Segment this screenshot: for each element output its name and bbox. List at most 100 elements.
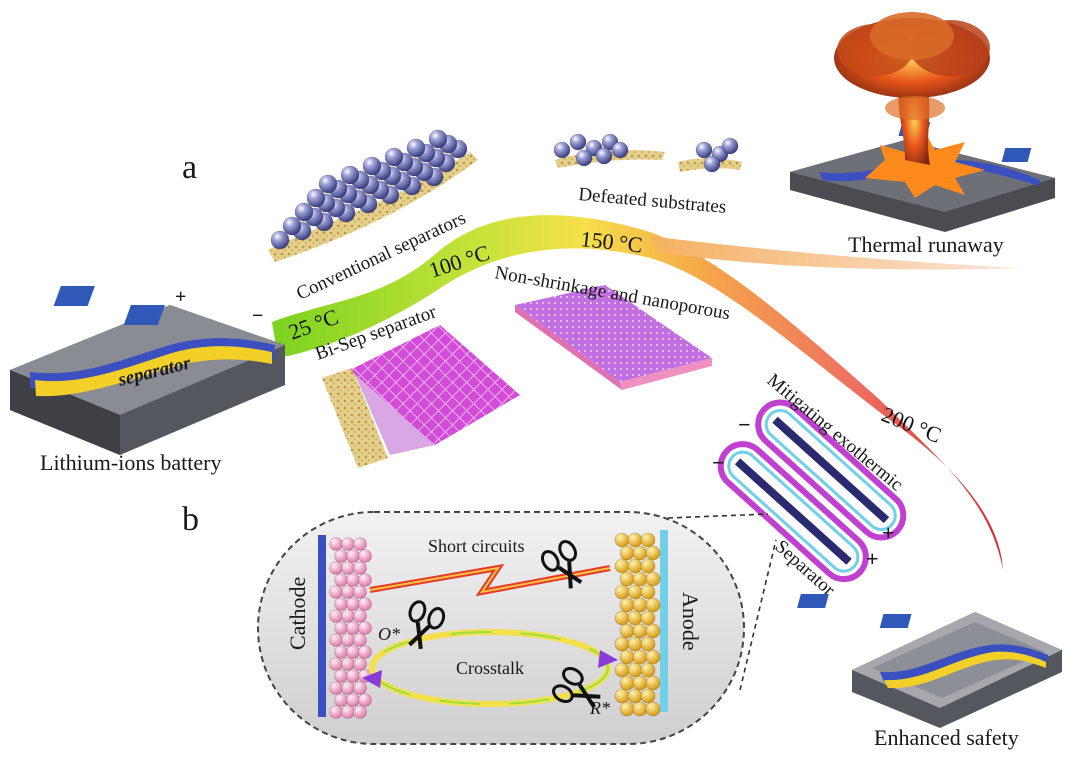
crosstalk-arrow-left: [362, 670, 382, 688]
runaway-tab-right: [1001, 148, 1032, 162]
scissors-icon: [552, 666, 601, 709]
non-shrinkage-membrane-illustration: [515, 285, 712, 390]
particle: [334, 621, 348, 635]
particle: [619, 623, 635, 639]
cathode-label: Cathode: [285, 577, 310, 650]
safe-tab-left: [797, 594, 829, 608]
particle: [353, 657, 367, 671]
particle: [329, 657, 343, 671]
bisep-separator-illustration: [322, 325, 520, 468]
temperature-band: [272, 215, 1003, 571]
particle: [329, 705, 343, 719]
enhanced-safety-label: Enhanced safety: [874, 725, 1019, 750]
particle: [614, 610, 630, 626]
particle: [358, 573, 372, 587]
particle: [353, 561, 367, 575]
particle: [346, 621, 360, 635]
particle: [353, 705, 367, 719]
particle: [334, 573, 348, 587]
particle: [358, 645, 372, 659]
particle: [703, 155, 721, 173]
particle: [358, 549, 372, 563]
anode-collector: [660, 530, 668, 712]
particle: [627, 688, 643, 704]
particle: [640, 584, 656, 600]
particle: [270, 230, 290, 250]
particle: [632, 571, 648, 587]
particle: [353, 537, 367, 551]
particle: [640, 558, 656, 574]
conventional-separator-illustration: [268, 129, 478, 262]
cathode-particles: [329, 537, 372, 719]
particle: [353, 633, 367, 647]
particle: [341, 681, 355, 695]
crosstalk-arrow-right: [598, 650, 618, 668]
particle: [346, 549, 360, 563]
particle: [384, 147, 404, 167]
particle: [614, 532, 630, 548]
particle: [329, 681, 343, 695]
particle: [614, 688, 630, 704]
temperature-150: 150 °C: [579, 226, 643, 257]
particle: [619, 597, 635, 613]
particle: [358, 693, 372, 707]
scissors-icon: [540, 540, 583, 589]
defeated-substrates-illustration: [553, 133, 742, 173]
particle: [329, 537, 343, 551]
scissors-icon: [408, 600, 446, 650]
stack-plus-2: +: [866, 546, 879, 571]
particle: [645, 675, 661, 691]
particle: [341, 585, 355, 599]
enhanced-safety-battery-illustration: [797, 594, 1062, 728]
particle: [346, 597, 360, 611]
particle: [428, 129, 448, 149]
stack-plus-1: +: [882, 520, 895, 545]
particle: [619, 649, 635, 665]
particle: [341, 633, 355, 647]
particle: [640, 610, 656, 626]
particle: [640, 636, 656, 652]
battery-negative-tab: [123, 305, 165, 325]
particle: [695, 141, 713, 159]
particle: [341, 657, 355, 671]
safe-tab-right: [879, 614, 912, 628]
particle: [614, 636, 630, 652]
particle: [632, 623, 648, 639]
particle: [645, 701, 661, 717]
short-circuits-label: Short circuits: [428, 536, 525, 556]
r-radical-label: R*: [589, 698, 610, 718]
defeated-substrates-label: Defeated substrates: [578, 184, 728, 218]
thermal-runaway-illustration: [790, 12, 1055, 232]
particle: [627, 558, 643, 574]
particle: [632, 701, 648, 717]
crosstalk-loop-inner: [371, 631, 609, 705]
particle: [575, 149, 593, 167]
particle: [358, 621, 372, 635]
thermal-runaway-label: Thermal runaway: [848, 232, 1004, 257]
particle: [632, 545, 648, 561]
particle: [627, 610, 643, 626]
short-circuit-glow: [369, 566, 611, 594]
anode-particles: [614, 532, 661, 717]
particle: [627, 662, 643, 678]
particle: [358, 597, 372, 611]
particle: [611, 141, 629, 159]
particle: [353, 585, 367, 599]
particle: [614, 558, 630, 574]
particle: [346, 573, 360, 587]
particle: [627, 584, 643, 600]
particle: [362, 156, 382, 176]
positive-sign: +: [175, 286, 186, 308]
particle: [619, 675, 635, 691]
particle: [340, 165, 360, 185]
particle: [640, 532, 656, 548]
particle: [614, 584, 630, 600]
particle: [341, 537, 355, 551]
runaway-branch: [650, 236, 1020, 270]
particle: [334, 693, 348, 707]
particle: [721, 137, 739, 155]
particle: [627, 636, 643, 652]
lithium-battery-label: Lithium-ions battery: [40, 450, 221, 475]
particle: [645, 597, 661, 613]
